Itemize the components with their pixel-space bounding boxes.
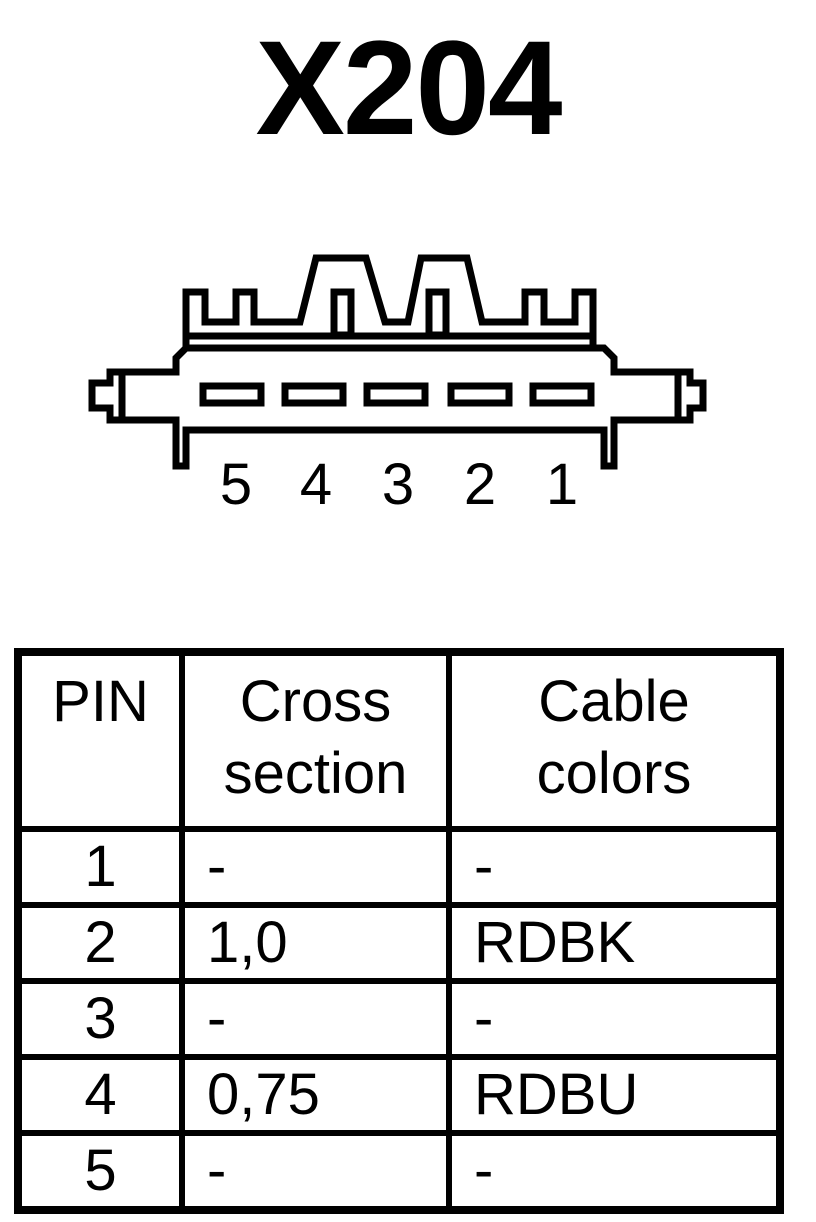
pin-slot-5	[199, 382, 265, 407]
table-row: 4 0,75 RDBU	[15, 1054, 783, 1136]
header-cable-colors-line: colors	[536, 741, 692, 806]
table-row: 2 1,0 RDBK	[15, 902, 783, 984]
connector-drawing: 5 4 3 2 1	[88, 254, 707, 517]
table-row: 1 - -	[15, 826, 783, 908]
header-cross-section-line: section	[223, 741, 408, 806]
cross-section-cell: -	[179, 978, 452, 1060]
header-cable-colors-line: Cable	[538, 669, 690, 734]
header-cross-section: Cross section	[179, 649, 452, 832]
pin-slot-2	[447, 382, 513, 407]
pin-label: 3	[382, 452, 414, 517]
connector-title: X204	[255, 14, 563, 163]
pin-slot-3	[363, 382, 429, 407]
cable-color-cell: -	[446, 1130, 783, 1213]
pin-cell: 2	[15, 902, 185, 984]
pin-assignment-table: PIN Cross section Cable colors 1 - - 2 1…	[14, 648, 784, 1214]
header-pin: PIN	[15, 649, 185, 832]
header-cable-colors: Cable colors	[446, 649, 783, 832]
cross-section-cell: -	[179, 826, 452, 908]
pin-slot-4	[281, 382, 347, 407]
cable-color-cell: -	[446, 978, 783, 1060]
header-cross-section-line: Cross	[239, 669, 392, 734]
cross-section-cell: 0,75	[179, 1054, 452, 1136]
pin-label: 1	[546, 452, 578, 517]
pin-label: 2	[464, 452, 496, 517]
pin-cell: 3	[15, 978, 185, 1060]
pin-slot-1	[529, 382, 595, 407]
pin-cell: 4	[15, 1054, 185, 1136]
pin-label: 4	[300, 452, 332, 517]
pin-cell: 5	[15, 1130, 185, 1213]
pin-cell: 1	[15, 826, 185, 908]
cross-section-cell: 1,0	[179, 902, 452, 984]
table-row: 3 - -	[15, 978, 783, 1060]
connector-latch-bar-left	[330, 288, 355, 339]
table-row: 5 - -	[15, 1130, 783, 1213]
table-header-row: PIN Cross section Cable colors	[15, 649, 783, 832]
cable-color-cell: RDBU	[446, 1054, 783, 1136]
cable-color-cell: RDBK	[446, 902, 783, 984]
connector-body-outline	[88, 344, 707, 470]
connector-latch-outline	[182, 254, 597, 348]
cable-color-cell: -	[446, 826, 783, 908]
pin-label: 5	[220, 452, 252, 517]
connector-latch-bar-right	[425, 288, 450, 339]
cross-section-cell: -	[179, 1130, 452, 1213]
